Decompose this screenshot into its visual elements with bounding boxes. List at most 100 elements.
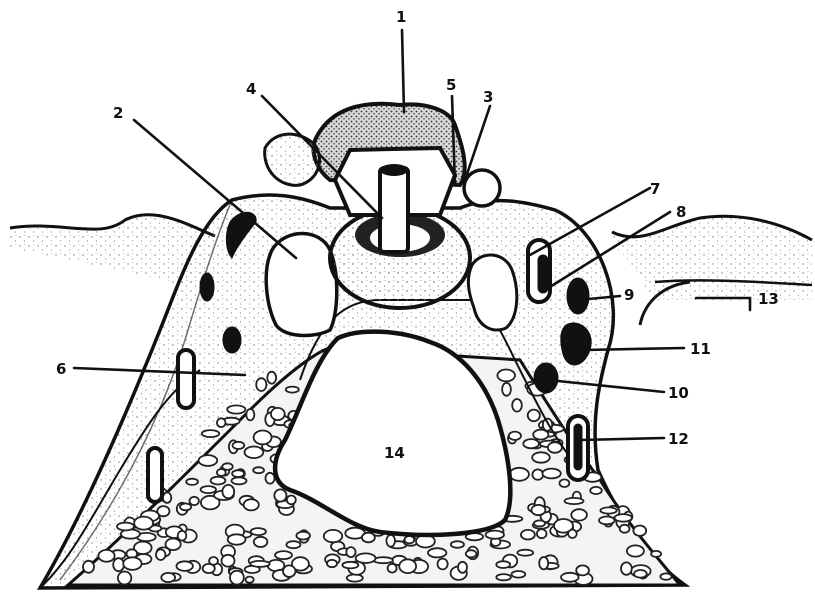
trabecular-cell: [199, 455, 218, 466]
trabecular-cell: [576, 565, 589, 575]
label-9: 9: [624, 286, 634, 304]
trabecular-cell: [245, 447, 264, 459]
right-nodule: [464, 170, 500, 206]
trabecular-cell: [250, 561, 269, 567]
trabecular-cell: [509, 432, 521, 440]
trabecular-cell: [486, 531, 504, 539]
trabecular-cell: [496, 574, 511, 580]
label-10: 10: [668, 384, 689, 402]
trabecular-cell: [386, 535, 395, 547]
trabecular-cell: [267, 372, 276, 384]
trabecular-cell: [286, 541, 300, 548]
trabecular-cell: [512, 399, 522, 412]
trabecular-cell: [405, 536, 415, 543]
trabecular-cell: [246, 577, 254, 583]
trabecular-cell: [590, 487, 602, 494]
label-4: 4: [246, 80, 256, 98]
trabecular-cell: [209, 557, 218, 565]
trabecular-cell: [217, 418, 226, 427]
trabecular-cell: [571, 509, 587, 520]
trabecular-cell: [388, 564, 397, 573]
trabecular-cell: [568, 530, 577, 538]
trabecular-cell: [190, 497, 199, 505]
label-2: 2: [113, 104, 123, 122]
trabecular-cell: [362, 533, 375, 543]
trabecular-cell: [178, 531, 187, 541]
trabecular-cell: [222, 463, 232, 470]
trabecular-cell: [254, 537, 268, 547]
trabecular-cell: [438, 559, 448, 570]
trabecular-cell: [296, 532, 310, 540]
trabecular-cell: [177, 561, 193, 571]
label-5: 5: [446, 76, 456, 94]
label-13: 13: [758, 290, 779, 308]
trabecular-cell: [346, 547, 355, 557]
trabecular-cell: [660, 573, 671, 579]
trabecular-cell: [532, 452, 550, 462]
trabecular-cell: [253, 467, 264, 473]
trabecular-cell: [227, 405, 245, 413]
label-8: 8: [676, 203, 686, 221]
trabecular-cell: [537, 529, 547, 538]
trabecular-cell: [634, 570, 647, 578]
trabecular-cell: [230, 571, 244, 585]
trabecular-cell: [512, 571, 526, 578]
trabecular-cell: [163, 493, 171, 503]
trabecular-cell: [118, 572, 131, 585]
trabecular-cell: [222, 555, 235, 567]
trabecular-cell: [117, 523, 134, 531]
trabecular-cell: [251, 528, 266, 535]
trabecular-cell: [599, 517, 615, 525]
trabecular-cell: [211, 477, 226, 485]
trabecular-cell: [327, 560, 337, 567]
trabecular-cell: [232, 477, 247, 484]
trabecular-cell: [620, 525, 630, 533]
trabecular-cell: [233, 442, 245, 449]
trabecular-cell: [458, 562, 467, 573]
trabecular-cell: [266, 473, 275, 484]
trabecular-cell: [510, 468, 529, 481]
trabecular-cell: [254, 431, 272, 445]
trabecular-cell: [274, 489, 286, 501]
trabecular-cell: [428, 548, 446, 557]
trabecular-cell: [621, 562, 632, 574]
trabecular-cell: [83, 561, 94, 573]
label-11: 11: [690, 340, 711, 358]
trabecular-cell: [496, 561, 510, 568]
trabecular-cell: [222, 485, 234, 498]
trabecular-cell: [502, 383, 511, 396]
trabecular-cell: [156, 549, 165, 560]
label-14: 14: [384, 444, 405, 462]
trabecular-cell: [532, 469, 543, 479]
left-nodule: [265, 134, 320, 185]
left-oval-structure: [266, 234, 337, 336]
label-1: 1: [396, 8, 406, 26]
label-6: 6: [56, 360, 66, 378]
trabecular-cell: [134, 517, 153, 530]
trabecular-cell: [324, 530, 342, 542]
trabecular-cell: [531, 505, 545, 515]
trabecular-cell: [275, 551, 292, 559]
trabecular-cell: [201, 486, 216, 493]
trabecular-cell: [180, 504, 191, 511]
trabecular-cell: [497, 370, 515, 382]
central-peg: [380, 164, 408, 252]
trabecular-cell: [560, 479, 570, 487]
trabecular-cell: [202, 430, 219, 437]
trabecular-cell: [542, 469, 560, 479]
trabecular-cell: [466, 550, 477, 557]
trabecular-cell: [232, 470, 244, 477]
trabecular-cell: [123, 557, 141, 570]
trabecular-cell: [283, 565, 295, 577]
trabecular-cell: [534, 520, 545, 526]
label-3: 3: [483, 88, 493, 106]
trabecular-cell: [186, 479, 198, 485]
trabecular-cell: [615, 514, 632, 522]
trabecular-cell: [517, 550, 533, 556]
trabecular-cell: [98, 550, 114, 562]
trabecular-cell: [539, 557, 548, 569]
label-12: 12: [668, 430, 689, 448]
trabecular-cell: [356, 553, 376, 563]
trabecular-cell: [256, 378, 266, 391]
